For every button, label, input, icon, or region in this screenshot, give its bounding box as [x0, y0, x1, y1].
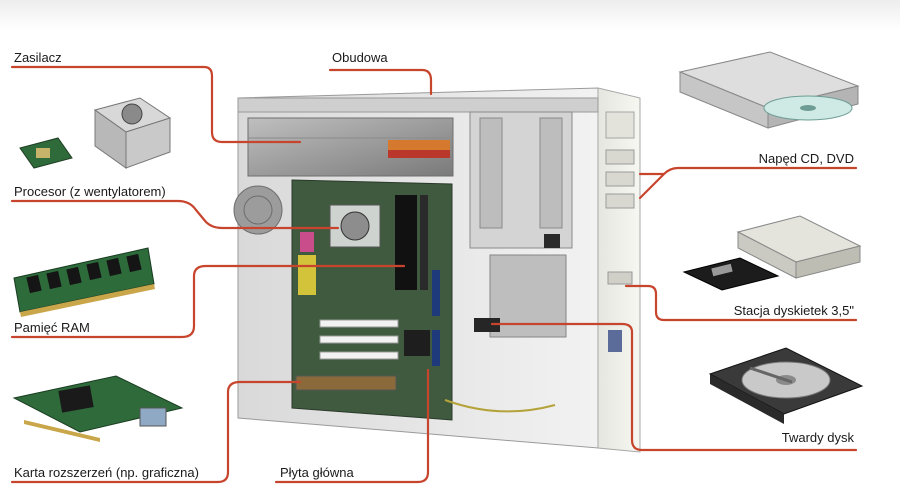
line-stacja — [624, 284, 858, 322]
label-zasilacz: Zasilacz — [14, 50, 62, 65]
label-naped: Napęd CD, DVD — [758, 151, 854, 166]
line-plyta — [274, 368, 430, 484]
hard-disk-image — [708, 347, 864, 424]
io-ports — [298, 255, 316, 295]
line-zasilacz — [10, 65, 302, 144]
front-cd-bay-3 — [605, 193, 635, 209]
front-bay-top — [605, 111, 635, 139]
line-procesor — [10, 199, 340, 230]
computer-case — [233, 87, 641, 453]
cpu-with-cooler-image — [19, 97, 172, 169]
line-ram — [10, 264, 406, 339]
front-cd-bay-2 — [605, 171, 635, 187]
chipset — [404, 330, 430, 356]
label-dysk: Twardy dysk — [781, 430, 854, 445]
rear-fan — [233, 185, 283, 235]
floppy-drive-image — [682, 215, 862, 291]
expansion-card-in-case — [295, 375, 397, 391]
label-karta: Karta rozszerzeń (np. graficzna) — [14, 465, 199, 480]
label-obudowa: Obudowa — [332, 50, 388, 65]
graphics-card-image — [12, 375, 184, 442]
label-procesor: Procesor (z wentylatorem) — [14, 184, 166, 199]
line-obudowa — [328, 68, 433, 96]
line-naped — [638, 166, 858, 200]
leader-lines — [10, 65, 858, 484]
label-ram: Pamięć RAM — [14, 320, 90, 335]
label-plyta: Płyta główna — [280, 465, 354, 480]
ram-module-image — [13, 247, 155, 317]
line-karta — [10, 380, 302, 484]
label-stacja: Stacja dyskietek 3,5" — [733, 303, 854, 318]
cd-dvd-drive-image — [678, 51, 860, 129]
front-floppy-slot — [607, 271, 633, 285]
front-cd-bay-1 — [605, 149, 635, 165]
front-sticker — [608, 330, 622, 352]
line-dysk — [490, 322, 858, 452]
ram-slots — [395, 195, 417, 290]
